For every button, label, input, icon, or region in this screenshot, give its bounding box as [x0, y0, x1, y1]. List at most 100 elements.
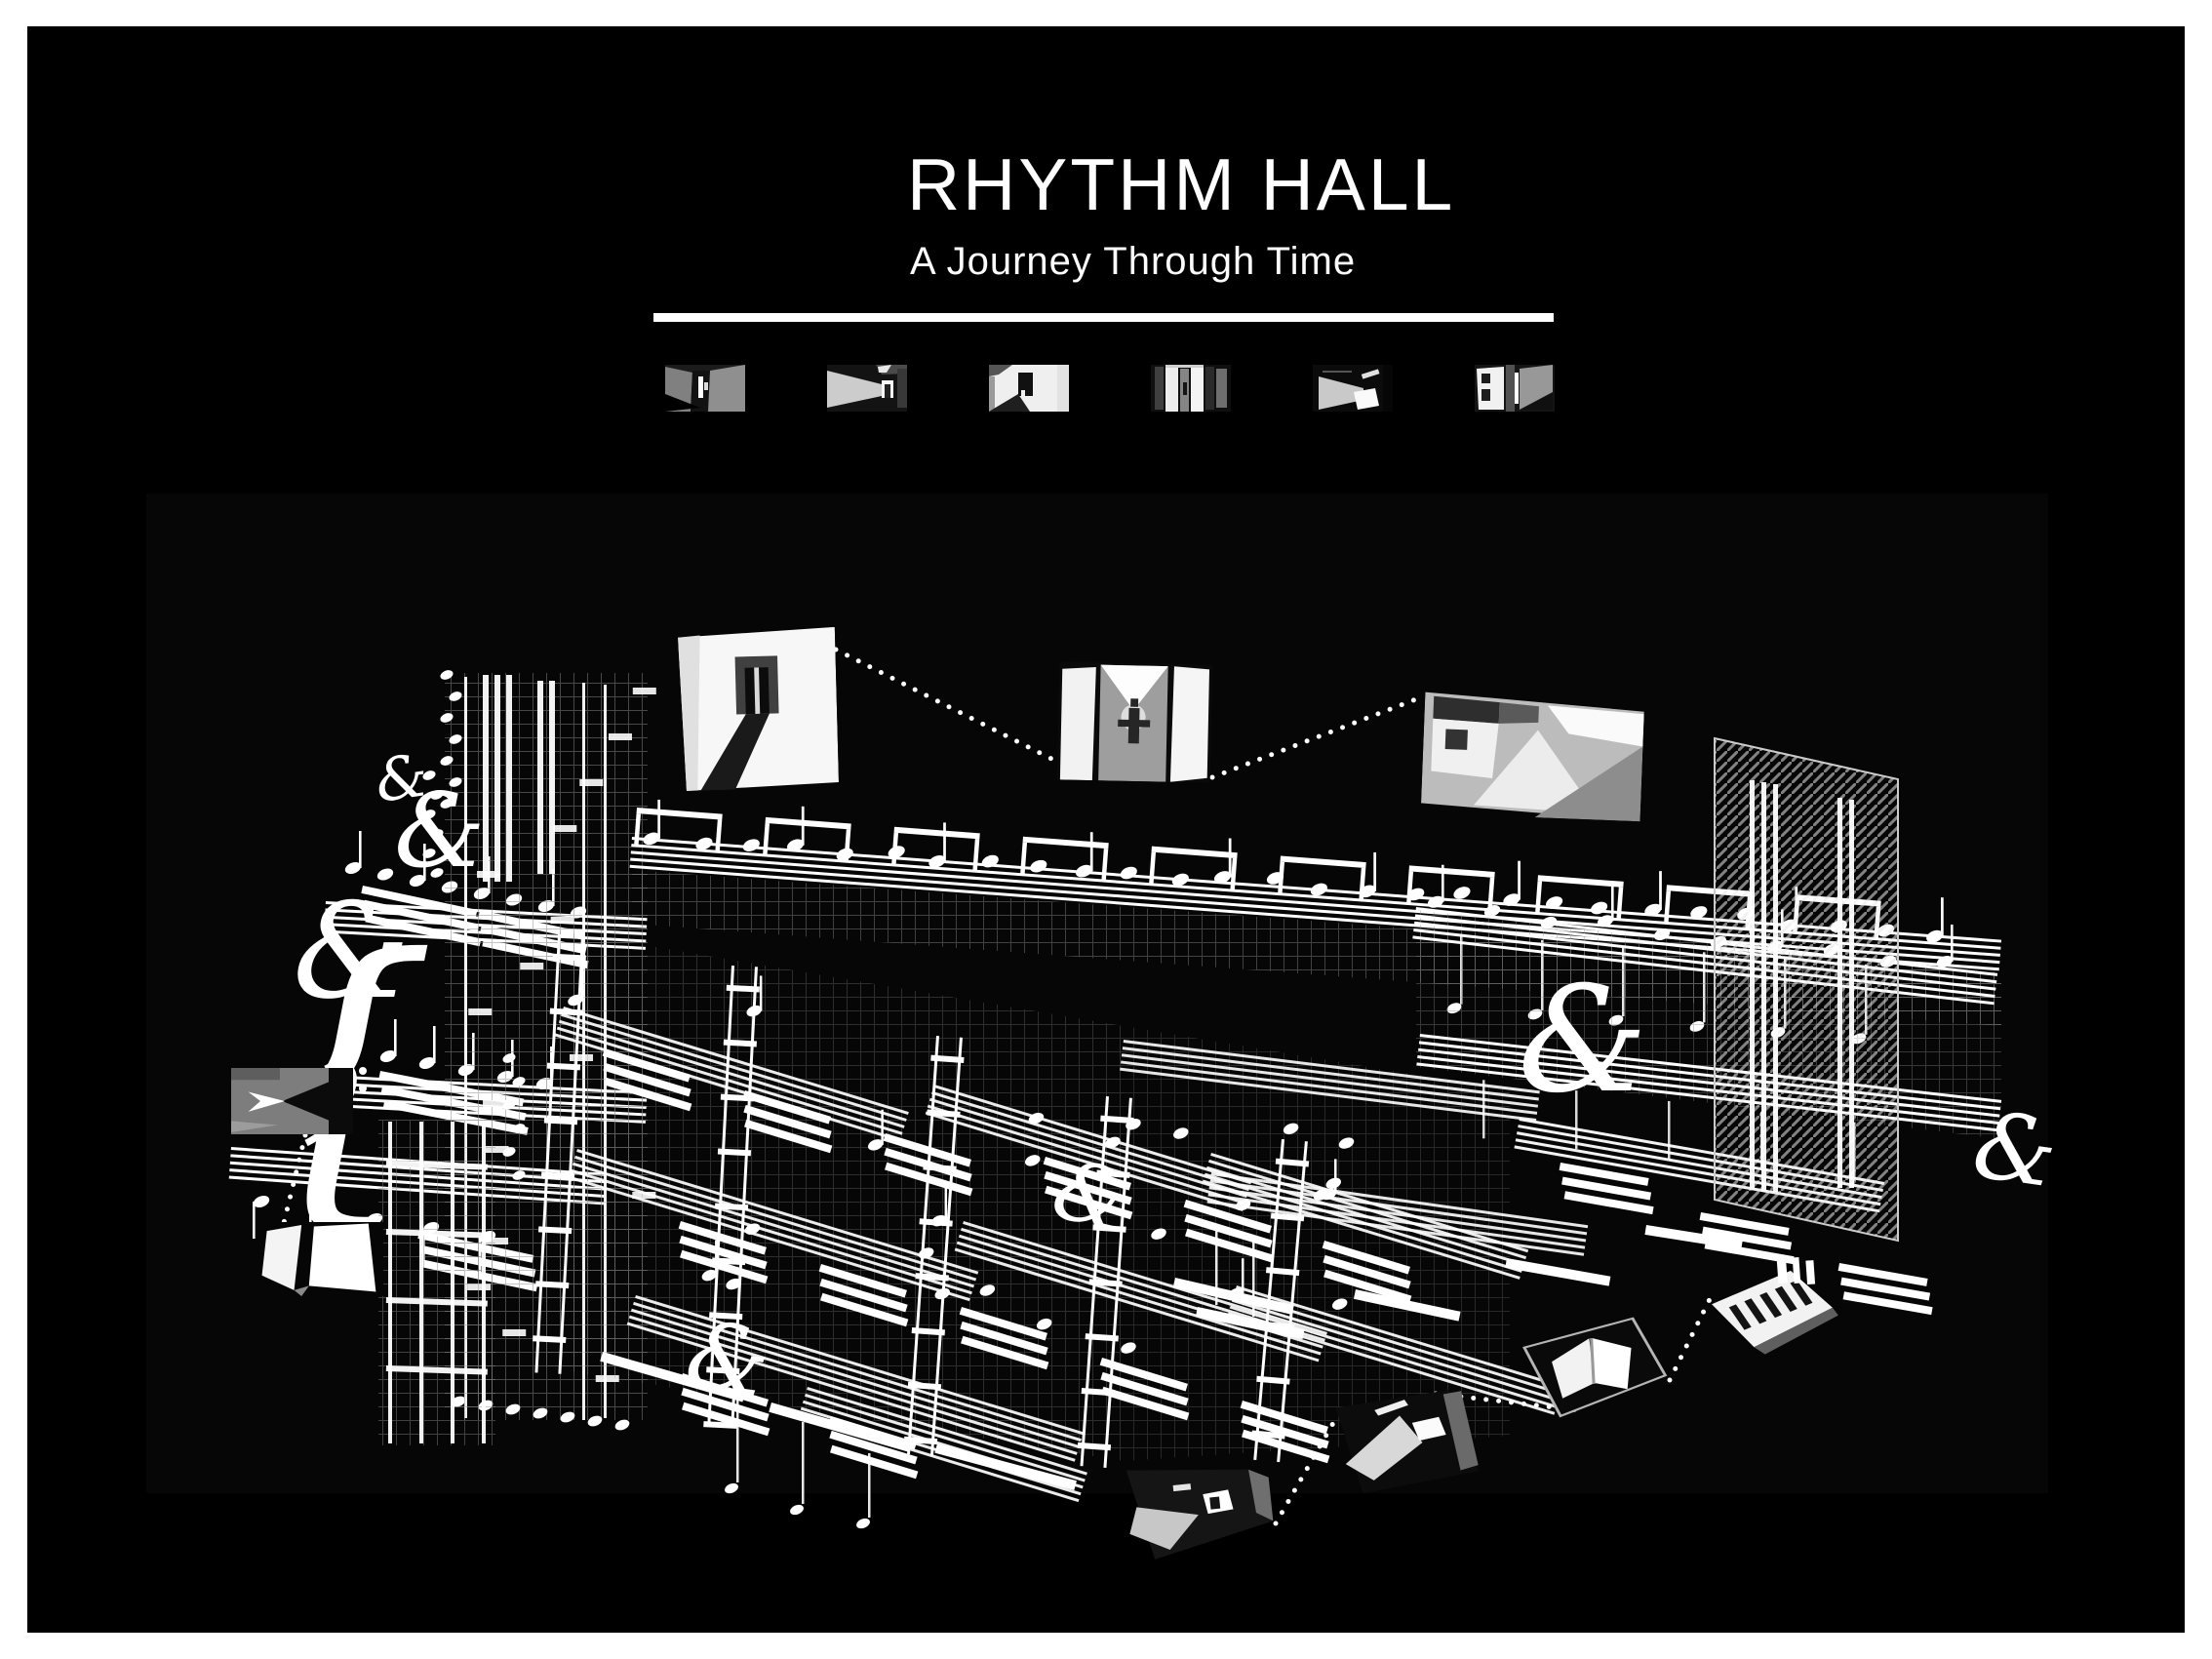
callout-figure-slot: [1056, 661, 1213, 783]
render-shape: [1205, 367, 1214, 410]
art-shape: [714, 1203, 749, 1211]
callout-open-book-room: [1517, 1315, 1670, 1420]
fringe-bar: [1644, 1225, 1743, 1250]
render-shape: [1118, 719, 1151, 728]
music-note: [726, 1278, 741, 1290]
art-shape: [537, 1226, 573, 1235]
terraced-interior-render-image: [1421, 691, 1644, 822]
art-shape: [1022, 836, 1109, 849]
art-shape: [1331, 1298, 1348, 1310]
art-shape: [1227, 1312, 1556, 1415]
art-shape: [1241, 1414, 1329, 1449]
film-thumb-cone-block: [1313, 365, 1393, 412]
art-shape: [715, 1240, 718, 1276]
barline: [482, 1122, 486, 1443]
render-shape: [700, 713, 770, 791]
art-shape: [1184, 1213, 1273, 1248]
music-note: [1105, 1136, 1121, 1149]
music-note: [409, 844, 426, 888]
art-shape: [440, 713, 454, 723]
art-shape: [1503, 893, 1521, 906]
tower-dash: [520, 963, 544, 969]
music-note: [1644, 871, 1662, 917]
art-shape: [422, 810, 436, 819]
art-shape: [560, 1411, 575, 1423]
render-shape: [1129, 1507, 1199, 1551]
art-shape: [568, 994, 583, 1007]
art-shape: [423, 844, 426, 881]
render-shape: [698, 376, 703, 398]
music-note: [422, 770, 436, 780]
filmstrip: [665, 365, 1555, 412]
art-shape: [1373, 851, 1377, 891]
art-shape: [1122, 1047, 1539, 1101]
piano-key-steps-render-image: [1712, 1254, 1838, 1355]
art-shape: [253, 1202, 256, 1239]
art-shape: [580, 965, 584, 1001]
music-note: [502, 1053, 516, 1063]
art-shape: [1228, 838, 1232, 878]
render-shape: [1506, 365, 1515, 412]
music-note: [430, 829, 444, 839]
music-note: [856, 1518, 870, 1529]
center-mesh: [1124, 1026, 1510, 1461]
art-shape: [703, 1421, 737, 1429]
tower-dash: [485, 1146, 509, 1153]
art-shape: [1020, 842, 1028, 876]
art-shape: [409, 874, 426, 888]
art-shape: [959, 1307, 1047, 1341]
staff-lines: [1120, 1040, 1540, 1122]
music-note: [449, 691, 462, 701]
right-wing: &&: [1412, 736, 2064, 1316]
art-shape: [1940, 897, 1944, 937]
art-shape: [1077, 1442, 1112, 1451]
art-shape: [807, 1387, 1087, 1476]
art-shape: [1081, 1387, 1115, 1397]
render-shape: [665, 394, 700, 412]
music-note: [340, 1012, 358, 1056]
render-shape: [1165, 365, 1204, 368]
art-shape: [701, 1269, 718, 1282]
art-shape: [568, 1175, 970, 1302]
rung: [385, 1229, 488, 1239]
art-shape: [1442, 864, 1444, 902]
art-shape: [430, 829, 444, 839]
barline: [451, 1122, 454, 1443]
beam-cluster: [1837, 1263, 1933, 1316]
art-shape: [1089, 832, 1093, 872]
art-shape: [576, 1149, 979, 1275]
render-shape: [1534, 746, 1643, 822]
music-note: [1076, 832, 1093, 878]
render-shape: [1361, 369, 1380, 379]
art-shape: [961, 1227, 1325, 1342]
tower-dash: [502, 1329, 527, 1336]
music-note: [1359, 851, 1377, 898]
tower-dash: [579, 779, 604, 786]
art-shape: [927, 1104, 1245, 1205]
barline: [1215, 1225, 1218, 1305]
art-shape: [1359, 885, 1376, 898]
rung: [385, 1365, 488, 1375]
music-note: [1120, 866, 1137, 880]
portal-render-image: [1126, 1469, 1274, 1560]
render-shape: [1498, 702, 1539, 724]
art-shape: [1234, 1291, 1561, 1396]
art-shape: [1487, 877, 1495, 911]
art-shape: [1121, 1060, 1538, 1115]
barline: [419, 1122, 423, 1443]
art-shape: [1231, 1298, 1560, 1402]
art-shape: [379, 1049, 397, 1063]
art-shape: [1209, 1179, 1588, 1236]
tower-rail: [506, 675, 512, 882]
render-shape: [704, 382, 708, 390]
music-note: [1331, 1298, 1348, 1310]
art-shape: [563, 1007, 909, 1116]
art-shape: [558, 1019, 905, 1128]
render-shape: [231, 1121, 278, 1132]
music-note: [1653, 928, 1671, 941]
art-shape: [1338, 1137, 1355, 1149]
music-note: [836, 848, 853, 861]
art-shape: [422, 770, 436, 780]
page-title: RHYTHM HALL: [907, 143, 1456, 225]
art-shape: [1537, 875, 1624, 888]
